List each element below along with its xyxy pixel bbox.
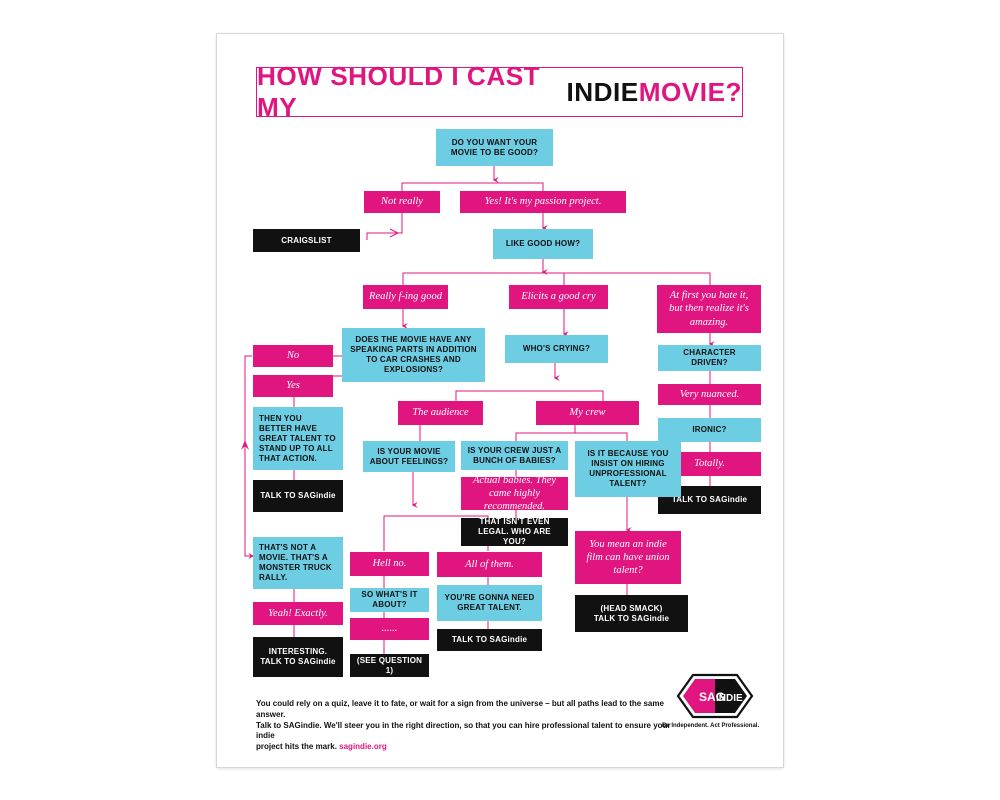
answer-not-really: Not really (364, 191, 440, 213)
answer-yeah-exactly: Yeah! Exactly. (253, 602, 343, 625)
title-part-1: HOW SHOULD I CAST MY (257, 61, 541, 122)
result-craigslist: CRAIGSLIST (253, 229, 360, 252)
answer-the-audience: The audience (398, 401, 483, 425)
question-bunch-babies: IS YOUR CREW JUST A BUNCH OF BABIES? (461, 441, 568, 470)
result-talk-sagindie-left: TALK TO SAGindie (253, 480, 343, 512)
question-great-talent: THEN YOU BETTER HAVE GREAT TALENT TO STA… (253, 407, 343, 470)
tagline: Be Independent. Act Professional. (662, 723, 760, 729)
answer-hell-no: Hell no. (350, 552, 429, 576)
question-about-feelings: IS YOUR MOVIE ABOUT FEELINGS? (363, 441, 455, 472)
title-indie: INDIE (566, 76, 639, 107)
question-need-great-talent: YOU'RE GONNA NEED GREAT TALENT. (437, 585, 542, 621)
question-unprofessional: IS IT BECAUSE YOU INSIST ON HIRING UNPRO… (575, 441, 681, 497)
answer-really-good: Really f-ing good (363, 285, 448, 309)
result-head-smack: (HEAD SMACK) TALK TO SAGindie (575, 595, 688, 632)
result-not-legal: THAT ISN'T EVEN LEGAL. WHO ARE YOU? (461, 517, 568, 546)
footer-link[interactable]: sagindie.org (339, 742, 387, 752)
answer-union-talent: You mean an indie film can have union ta… (575, 531, 681, 584)
result-head-smack-line1: (HEAD SMACK) (600, 603, 663, 613)
answer-yes: Yes (253, 375, 333, 397)
result-interesting-line1: INTERESTING. (268, 647, 328, 656)
result-talk-sagindie-left-label: TALK TO SAGindie (260, 491, 336, 500)
question-monster-truck: THAT'S NOT A MOVIE. THAT'S A MONSTER TRU… (253, 537, 343, 589)
footer-text: You could rely on a quiz, leave it to fa… (256, 699, 686, 753)
page-title: HOW SHOULD I CAST MY INDIE MOVIE? (256, 61, 743, 122)
answer-all-of-them: All of them. (437, 552, 542, 577)
question-whats-it-about: SO WHAT'S IT ABOUT? (350, 588, 429, 612)
answer-no: No (253, 345, 333, 367)
answer-dots: ...... (350, 618, 429, 640)
result-interesting: INTERESTING. TALK TO SAGindie (253, 637, 343, 677)
answer-my-crew: My crew (536, 401, 639, 425)
result-interesting-line2: TALK TO SAGindie (260, 657, 336, 666)
footer-line-2: Talk to SAGindie. We'll steer you in the… (256, 720, 671, 741)
question-ironic: IRONIC? (658, 418, 761, 442)
result-talk-sagindie-mid-label: TALK TO SAGindie (451, 635, 528, 644)
logo-right-text: INDIE (716, 693, 743, 704)
footer-line-3: project hits the mark. sagindie.org (256, 742, 686, 753)
footer-line-1: You could rely on a quiz, leave it to fa… (256, 699, 664, 719)
answer-hate-then-amazing: At first you hate it, but then realize i… (657, 285, 761, 333)
title-part-3: MOVIE? (638, 76, 742, 107)
sagindie-logo: SAG INDIE (676, 673, 754, 719)
result-talk-sagindie-right-label: TALK TO SAGindie (671, 495, 748, 504)
logo-left-text: SAG (699, 690, 725, 704)
answer-elicits-cry: Elicits a good cry (509, 285, 608, 309)
result-head-smack-line2: TALK TO SAGindie (593, 613, 670, 623)
answer-very-nuanced: Very nuanced. (658, 384, 761, 405)
footer-line-3-text: project hits the mark. (256, 742, 337, 752)
question-character-driven: CHARACTER DRIVEN? (658, 345, 761, 371)
result-talk-sagindie-mid: TALK TO SAGindie (437, 629, 542, 651)
question-whos-crying: WHO'S CRYING? (505, 335, 608, 363)
question-like-good-how: LIKE GOOD HOW? (493, 229, 593, 259)
answer-actual-babies: Actual babies. They came highly recommen… (461, 475, 568, 512)
question-want-good: DO YOU WANT YOUR MOVIE TO BE GOOD? (436, 129, 553, 166)
question-speaking-parts: DOES THE MOVIE HAVE ANY SPEAKING PARTS I… (342, 328, 485, 382)
result-see-question-1: (SEE QUESTION 1) (350, 654, 429, 677)
answer-yes-passion: Yes! It's my passion project. (460, 191, 626, 213)
